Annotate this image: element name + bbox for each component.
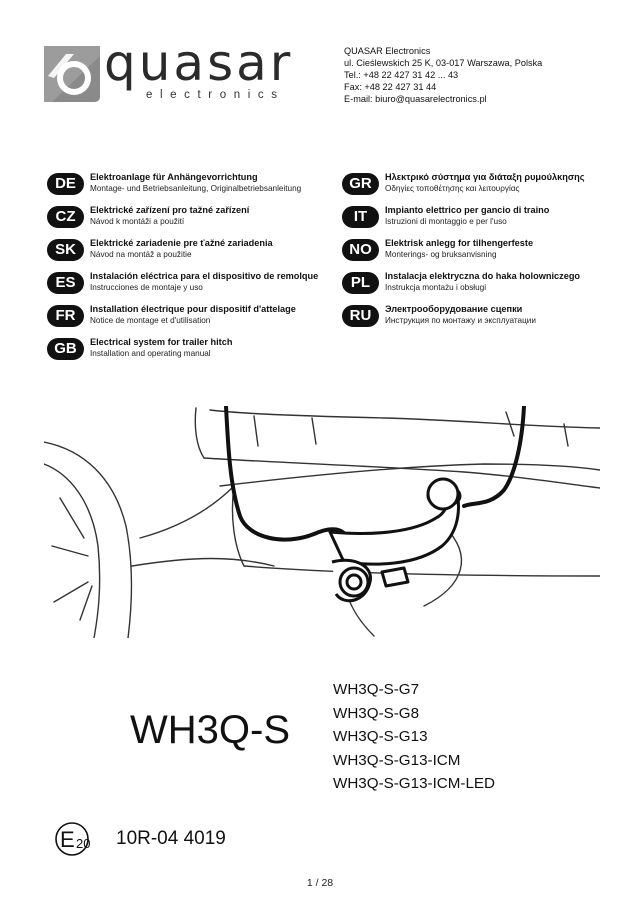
language-title: Elektrické zariadenie pre ťažné zariaden… — [90, 238, 273, 248]
trailer-hitch-illustration — [44, 406, 600, 638]
approval-mark-letter: E — [60, 827, 75, 852]
e-approval-mark-icon: E 20 — [55, 822, 90, 856]
language-title: Elektrisk anlegg for tilhengerfeste — [385, 238, 534, 248]
product-variant-list: WH3Q-S-G7 WH3Q-S-G8 WH3Q-S-G13 WH3Q-S-G1… — [333, 678, 495, 796]
contact-fax: Fax: +48 22 427 31 44 — [344, 82, 437, 93]
language-title: Электрооборудование сцепки — [385, 304, 523, 314]
product-variant: WH3Q-S-G7 — [333, 681, 420, 698]
language-subtitle: Monterings- og bruksanvisning — [385, 250, 497, 259]
language-subtitle: Installation and operating manual — [90, 349, 211, 358]
language-code-badge: SK — [47, 239, 84, 261]
language-subtitle: Οδηγίες τοποθέτησης και λειτουργίας — [385, 184, 520, 193]
language-subtitle: Návod na montáž a použitie — [90, 250, 192, 259]
approval-number: 10R-04 4019 — [116, 828, 226, 849]
contact-block: QUASAR Electronics ul. Cieślewskich 25 K… — [344, 45, 542, 105]
language-subtitle: Návod k montáži a použití — [90, 217, 185, 226]
page-number: 1 / 28 — [306, 877, 334, 889]
language-title: Electrical system for trailer hitch — [90, 337, 233, 347]
language-title: Instalación eléctrica para el dispositiv… — [90, 271, 319, 281]
language-code-badge: FR — [47, 305, 84, 327]
language-code-badge: CZ — [47, 206, 84, 228]
language-code-badge: GR — [342, 173, 379, 195]
language-subtitle: Инструкция по монтажу и эксплуатации — [385, 316, 536, 325]
product-variant: WH3Q-S-G13-ICM — [333, 751, 461, 769]
language-subtitle: Istruzioni di montaggio e per l'uso — [385, 217, 507, 226]
product-variant: WH3Q-S-G8 — [333, 704, 420, 722]
brand-name: quasar — [104, 34, 294, 92]
contact-company: QUASAR Electronics — [344, 46, 431, 56]
language-subtitle: Instrucciones de montaje y uso — [90, 283, 203, 292]
product-variant: WH3Q-S-G13-ICM-LED — [333, 775, 496, 792]
language-code-badge: IT — [342, 206, 379, 228]
approval-mark-number: 20 — [76, 836, 90, 851]
brand-subtitle: electronics — [146, 89, 285, 101]
language-code-badge: NO — [342, 239, 379, 261]
language-code-badge: GB — [47, 338, 84, 360]
language-code-badge: PL — [342, 272, 379, 294]
language-title: Impianto elettrico per gancio di traino — [385, 205, 550, 215]
language-title: Elektrické zařízení pro tažné zařízení — [90, 205, 250, 215]
language-code-badge: DE — [47, 173, 84, 195]
language-title: Instalacja elektryczna do haka holownicz… — [385, 271, 581, 281]
language-code-badge: ES — [47, 272, 84, 294]
language-subtitle: Montage- und Betriebsanleitung, Original… — [90, 184, 302, 193]
contact-tel: Tel.: +48 22 427 31 42 ... 43 — [344, 70, 459, 81]
language-subtitle: Notice de montage et d'utilisation — [90, 316, 211, 325]
quasar-logo-icon — [44, 46, 100, 102]
language-subtitle: Instrukcja montażu i obsługi — [385, 283, 487, 292]
contact-email: E-mail: biuro@quasarelectronics.pl — [344, 94, 487, 105]
contact-address: ul. Cieślewskich 25 K, 03-017 Warszawa, … — [344, 58, 543, 69]
product-variant: WH3Q-S-G13 — [333, 728, 428, 745]
language-title: Elektroanlage für Anhängevorrichtung — [90, 172, 258, 182]
language-title: Installation électrique pour dispositif … — [90, 304, 296, 314]
language-title: Ηλεκτρικό σύστημα για διάταξη ρυμούλκηση… — [385, 172, 585, 182]
product-model: WH3Q-S — [130, 708, 290, 752]
language-code-badge: RU — [342, 305, 379, 327]
